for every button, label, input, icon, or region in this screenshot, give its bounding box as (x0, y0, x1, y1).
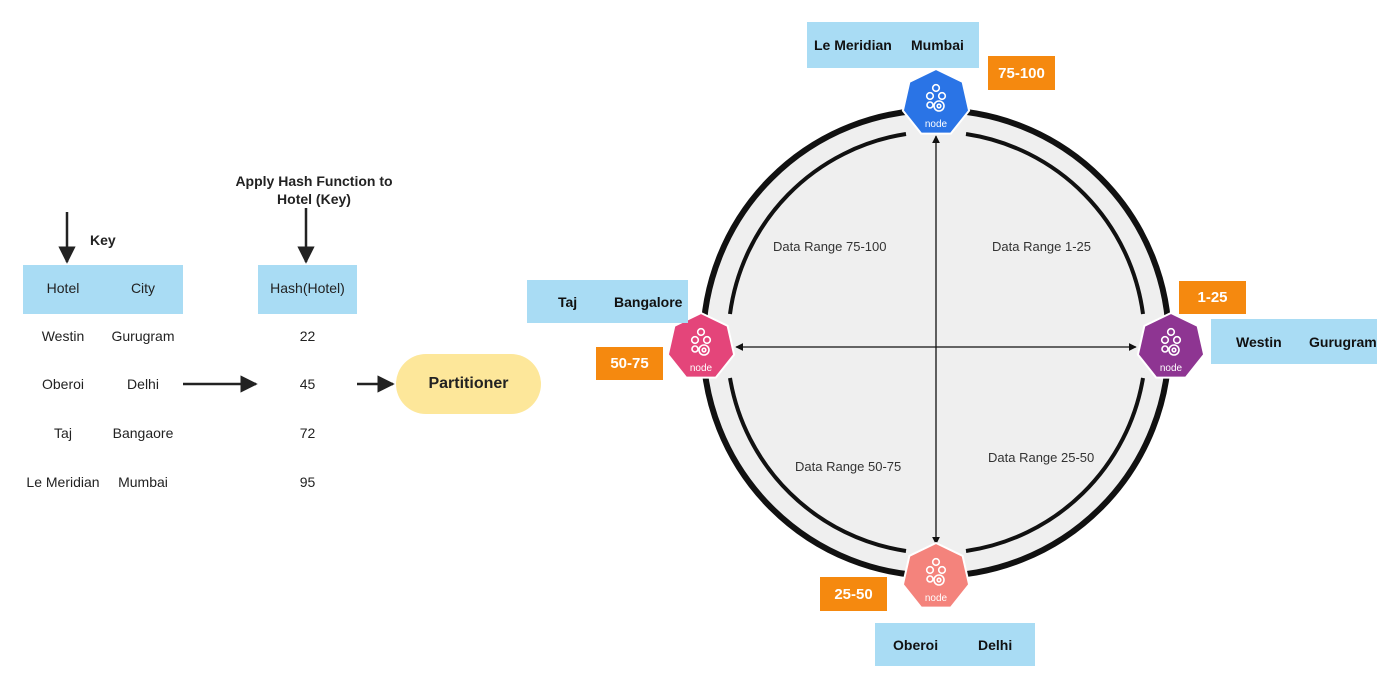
range-badge-left: 50-75 (596, 347, 663, 380)
data-range-top-left: Data Range 75-100 (773, 239, 887, 254)
range-badge-bottom: 25-50 (820, 577, 887, 611)
node-label-bottom: Oberoi Delhi (875, 623, 1035, 666)
node-label-left: Taj Bangalore (527, 280, 688, 323)
node-icon-top: node (901, 67, 971, 135)
node-icon-bottom: node (901, 541, 971, 609)
data-range-bottom-right: Data Range 25-50 (988, 450, 1095, 465)
node-icon-text: node (690, 363, 713, 374)
node-icon-left: node (666, 311, 736, 379)
data-range-top-right: Data Range 1-25 (992, 239, 1092, 254)
node-city: Delhi (978, 636, 1013, 653)
node-label-right: Westin Gurugram (1211, 319, 1377, 364)
table-cell-hotel: Oberoi (41, 376, 85, 392)
key-label: Key (90, 232, 116, 248)
hash-header (258, 265, 357, 314)
node-icon-text: node (1160, 363, 1183, 374)
table-cell-hotel: Le Meridian (26, 474, 100, 490)
hash-value: 72 (299, 425, 316, 441)
node-city: Gurugram (1309, 333, 1377, 350)
hash-column-header: Hash(Hotel) (270, 280, 345, 296)
node-hotel: Oberoi (893, 636, 939, 653)
inner-arc-bottom-left (728, 377, 907, 553)
node-hotel: Taj (558, 293, 578, 310)
node-icon-text: node (925, 593, 948, 604)
table-cell-city: Bangaore (112, 425, 174, 441)
column-header-city: City (130, 280, 156, 296)
node-hotel: Le Meridian (814, 37, 892, 53)
node-icon-right: node (1136, 311, 1206, 379)
table-cell-city: Mumbai (118, 474, 168, 490)
range-badge-right: 1-25 (1179, 281, 1246, 314)
inner-arc-top-left (728, 132, 907, 315)
partitioner: Partitioner (396, 354, 541, 414)
table-cell-hotel: Westin (41, 328, 85, 344)
table-cell-hotel: Taj (54, 425, 72, 441)
data-range-bottom-left: Data Range 50-75 (795, 459, 902, 474)
table-cell-city: Delhi (127, 376, 159, 392)
table-cell-city: Gurugram (111, 328, 175, 344)
hash-value: 45 (299, 376, 316, 392)
hash-value: 22 (299, 328, 316, 344)
range-badge-top: 75-100 (988, 56, 1055, 90)
inner-arc-top-right (965, 132, 1145, 315)
inner-arc-bottom-right (965, 377, 1145, 553)
node-city: Bangalore (614, 293, 683, 310)
node-city: Mumbai (911, 37, 964, 53)
node-icon-text: node (925, 119, 948, 130)
node-hotel: Westin (1236, 333, 1282, 350)
node-label-top: Le Meridian Mumbai (807, 22, 979, 68)
hash-function-heading: Apply Hash Function to Hotel (Key) (235, 173, 393, 207)
column-header-hotel: Hotel (46, 280, 80, 296)
hash-value: 95 (299, 474, 316, 490)
table-header (23, 265, 183, 314)
